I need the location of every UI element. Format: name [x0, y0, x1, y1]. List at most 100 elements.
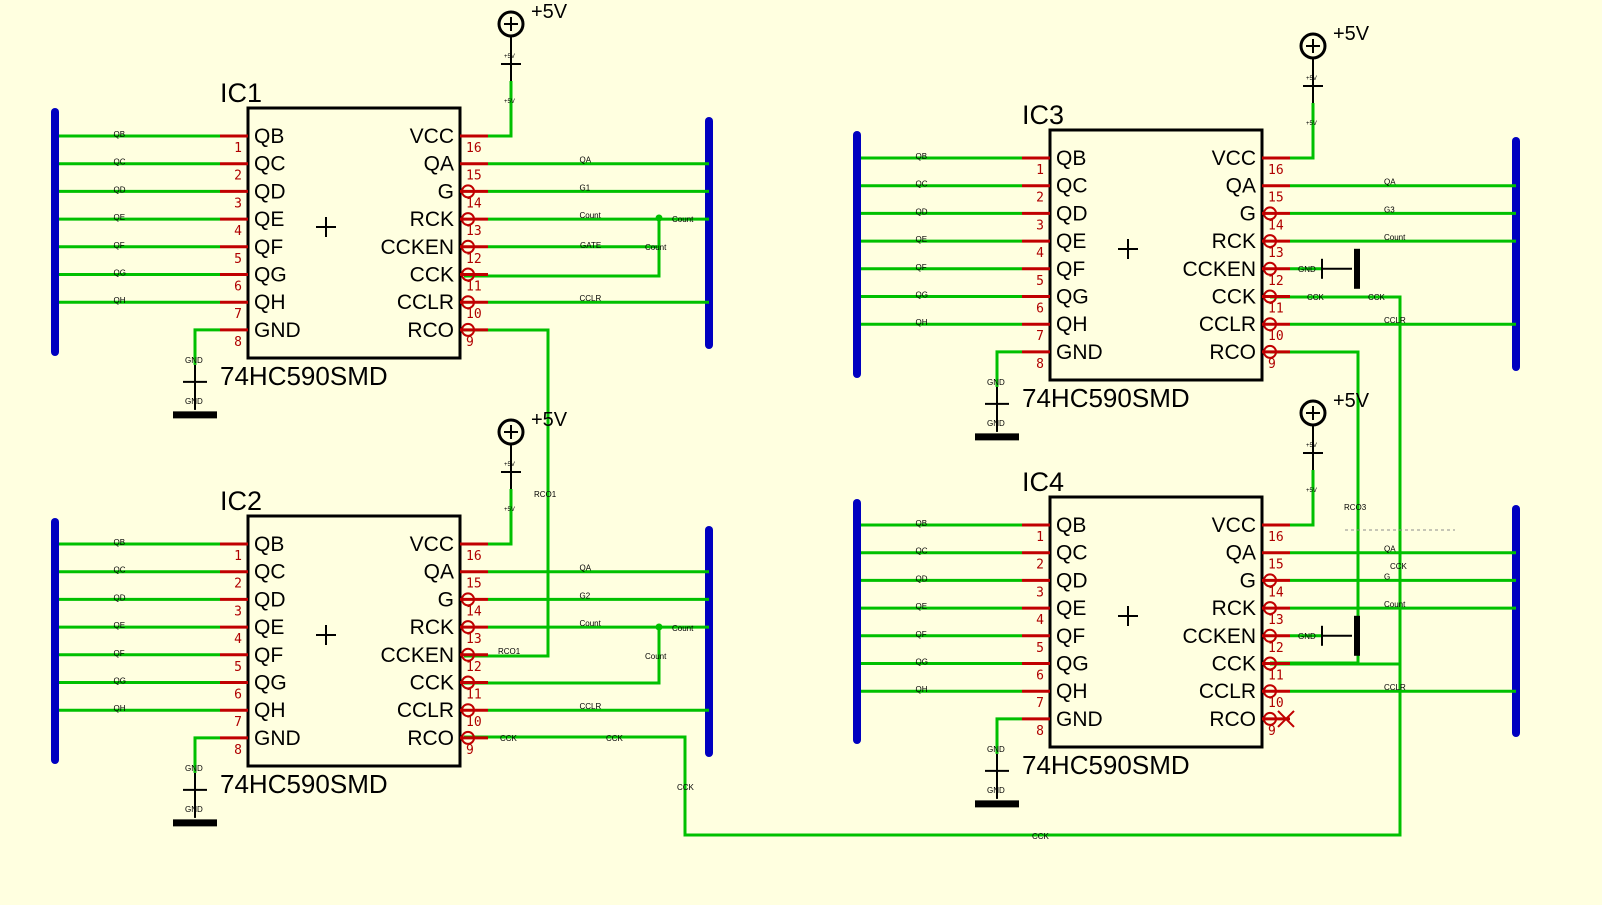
ic2-rpinnum-9: 9 — [466, 743, 474, 758]
ic4-out-label-3: Count — [1384, 600, 1406, 609]
ic4-rpinnum-11: 11 — [1268, 669, 1284, 684]
ic2-ccken-label: RCO1 — [498, 647, 521, 656]
ic2-rpinnum-11: 11 — [466, 688, 482, 703]
ic2-inv-bubble-g — [461, 592, 475, 607]
ic1-out-label-3: Count — [580, 211, 602, 220]
ic3-pinname-qg: QG — [1056, 286, 1089, 309]
label-cck-c: CCK — [677, 783, 695, 792]
ic4-pinname-qe: QE — [1056, 597, 1086, 620]
ic2-out-label-1: QA — [580, 564, 592, 573]
ic1-rpinnum-9: 9 — [466, 335, 474, 350]
ic1-rpinname-qa: QA — [424, 153, 454, 176]
ic3-power-label: +5V — [1333, 23, 1370, 45]
ic1-net-qg: QG — [114, 269, 126, 278]
ic4-vcc-wire — [1290, 470, 1315, 527]
ic1-rpinnum-11: 11 — [466, 280, 482, 295]
wire-ic1-count-join — [464, 218, 661, 278]
ic3-out-label-3: Count — [1384, 233, 1406, 242]
label-cck-ic4: CCK — [1390, 562, 1408, 571]
ic2-inv-bubble-cclr — [461, 703, 475, 718]
ic1-pinnum-7: 7 — [234, 307, 242, 322]
ic2-rpinname-g: G — [438, 588, 454, 611]
ic1-inv-bubble-cck — [461, 267, 475, 282]
ic1-pinnum-1: 1 — [234, 141, 242, 156]
ic2-out-label-6: CCLR — [580, 702, 602, 711]
ic1-net-qe: QE — [114, 213, 126, 222]
ic2-pinnum-1: 1 — [234, 549, 242, 564]
ic2-rpinnum-14: 14 — [466, 604, 482, 619]
ic1-pinnum-3: 3 — [234, 196, 242, 211]
ic2-out-label-3: Count — [580, 619, 602, 628]
ic4-net-qd: QD — [916, 574, 928, 583]
ic3-inv-bubble-cclr — [1263, 317, 1277, 332]
ic4-rpinname-qa: QA — [1226, 542, 1256, 565]
ic2-out-label-2: G2 — [580, 591, 591, 600]
ic3-inv-bubble-ccken — [1263, 261, 1277, 276]
ic2-gnd-wire — [193, 736, 220, 773]
ic3-gnd-wire — [995, 350, 1022, 387]
ic2-pinnum-8: 8 — [234, 743, 242, 758]
ic3-net-qg: QG — [916, 291, 928, 300]
ic3-rpinname-rco: RCO — [1209, 341, 1256, 364]
ic3-body — [1048, 128, 1264, 382]
ic3-out-label-6: CCLR — [1384, 316, 1406, 325]
ic3-net-qf: QF — [916, 263, 927, 272]
ic1-vcc-net-b: +5V — [504, 99, 515, 105]
ic3-rpinnum-16: 16 — [1268, 163, 1284, 178]
ic3-pinname-gnd: GND — [1056, 341, 1103, 364]
ic3-rpinnum-9: 9 — [1268, 357, 1276, 372]
ic3-net-qe: QE — [916, 235, 928, 244]
ic3-pinname-qh: QH — [1056, 313, 1088, 336]
ic3-pinnum-6: 6 — [1036, 302, 1044, 317]
ic3-net-qh: QH — [916, 318, 928, 327]
ic1-rpinname-rck: RCK — [410, 208, 454, 231]
ic1-rpinnum-15: 15 — [466, 169, 482, 184]
ic4-pinnum-4: 4 — [1036, 613, 1044, 628]
ic2-vcc-wire — [488, 489, 513, 546]
ic1-rpinname-vcc: VCC — [410, 125, 454, 148]
ic3-rpinnum-14: 14 — [1268, 218, 1284, 233]
ic3-pinnum-2: 2 — [1036, 191, 1044, 206]
ic2-pinname-qe: QE — [254, 616, 284, 639]
ic1-net-qf: QF — [114, 241, 125, 250]
ic2-rpinname-qa: QA — [424, 561, 454, 584]
ic1-net-qd: QD — [114, 185, 126, 194]
ic2-rpinnum-13: 13 — [466, 632, 482, 647]
ic1-vcc-net-a: +5V — [504, 54, 515, 60]
ic4-ccken-gnd-text: GND — [1298, 632, 1316, 641]
ic4-pinname-gnd: GND — [1056, 708, 1103, 731]
ic4-inv-bubble-ccken — [1263, 628, 1277, 643]
ic1-pinnum-8: 8 — [234, 335, 242, 350]
ic1-power-label: +5V — [531, 1, 568, 23]
wire-rco1 — [464, 328, 550, 658]
ic4-pinname-qg: QG — [1056, 653, 1089, 676]
ic4-pinname-qh: QH — [1056, 680, 1088, 703]
ic1-pinname-qc: QC — [254, 153, 286, 176]
ic2-rpinname-rck: RCK — [410, 616, 454, 639]
ic1-vcc-wire — [488, 81, 513, 138]
ic3-pinname-qe: QE — [1056, 230, 1086, 253]
ic3-rpinnum-10: 10 — [1268, 329, 1284, 344]
ic2-power-label: +5V — [531, 409, 568, 431]
ic4-inv-bubble-g — [1263, 573, 1277, 588]
ic4-rpinnum-12: 12 — [1268, 641, 1284, 656]
ic1-pinname-gnd: GND — [254, 319, 301, 342]
ic3-rpinnum-11: 11 — [1268, 302, 1284, 317]
label-cck-b: CCK — [606, 734, 624, 743]
ic2-rpinnum-15: 15 — [466, 577, 482, 592]
ic1-rpinname-rco: RCO — [407, 319, 454, 342]
ic4-pinnum-1: 1 — [1036, 530, 1044, 545]
ic3-pinnum-7: 7 — [1036, 329, 1044, 344]
ic4-pinnum-7: 7 — [1036, 696, 1044, 711]
ic4-power-label: +5V — [1333, 390, 1370, 412]
ic1-net-qb: QB — [114, 130, 126, 139]
ic3-rpinname-vcc: VCC — [1212, 147, 1256, 170]
ic2-inv-bubble-rck — [461, 620, 475, 635]
label-count-c: Count — [672, 624, 694, 633]
ic2-gnd-text-a: GND — [185, 764, 203, 773]
ic3-net-qc: QC — [916, 180, 928, 189]
ic4-inv-bubble-rco — [1263, 711, 1277, 726]
ic3-rpinname-rck: RCK — [1212, 230, 1256, 253]
ic3-vcc-net-b: +5V — [1306, 121, 1317, 127]
